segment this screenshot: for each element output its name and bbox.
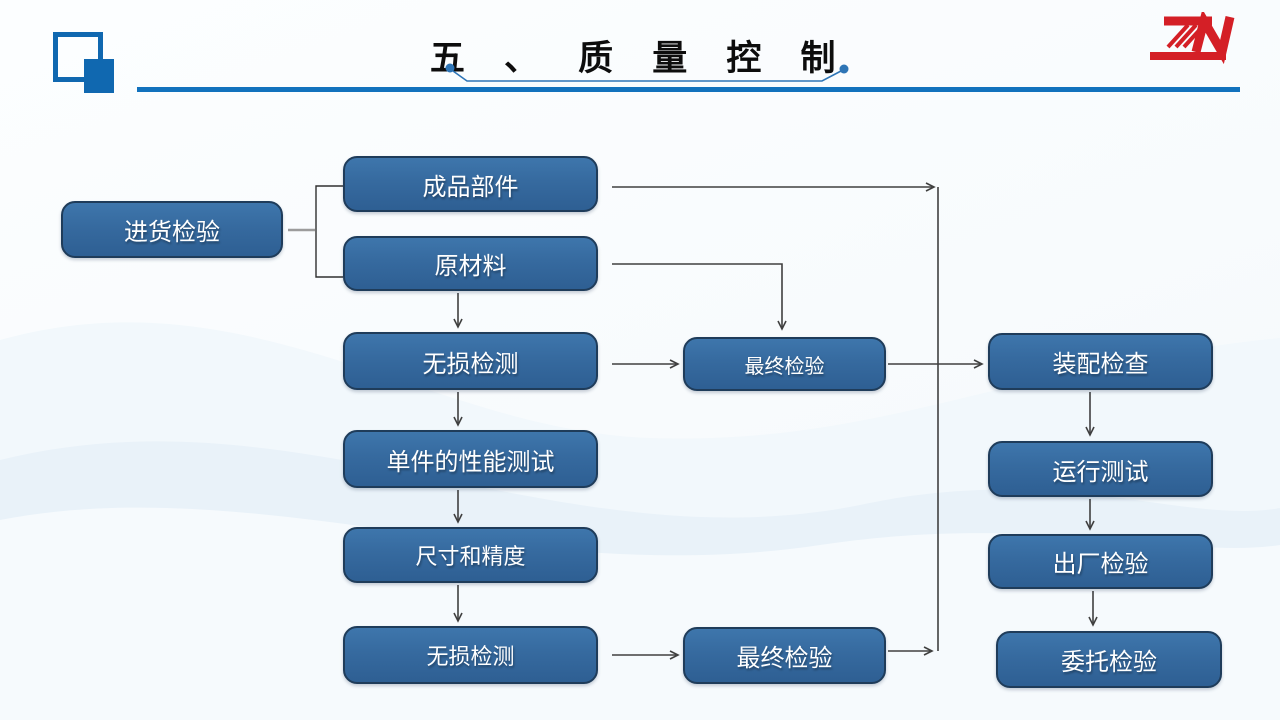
company-logo-icon xyxy=(1150,12,1235,65)
square-outline-icon xyxy=(53,32,103,82)
flow-node-incoming-inspection: 进货检验 xyxy=(61,201,283,258)
flow-node-unit-performance-test: 单件的性能测试 xyxy=(343,430,598,488)
flow-node-final-inspection-1: 最终检验 xyxy=(683,337,886,391)
flow-node-ndt-1: 无损检测 xyxy=(343,332,598,390)
flow-node-run-test: 运行测试 xyxy=(988,441,1213,497)
square-fill-icon xyxy=(84,59,114,93)
page-title: 五 、 质 量 控 制 xyxy=(429,39,851,78)
header-rule xyxy=(137,87,1240,92)
flow-node-factory-inspection: 出厂检验 xyxy=(988,534,1213,589)
flow-node-final-inspection-2: 最终检验 xyxy=(683,627,886,684)
flow-node-ndt-2: 无损检测 xyxy=(343,626,598,684)
flow-node-raw-material: 原材料 xyxy=(343,236,598,291)
corner-square-icon xyxy=(53,32,114,94)
flow-node-finished-parts: 成品部件 xyxy=(343,156,598,212)
flow-node-entrusted-inspection: 委托检验 xyxy=(996,631,1222,688)
flow-node-assembly-check: 装配检查 xyxy=(988,333,1213,390)
flow-node-dimension-accuracy: 尺寸和精度 xyxy=(343,527,598,583)
